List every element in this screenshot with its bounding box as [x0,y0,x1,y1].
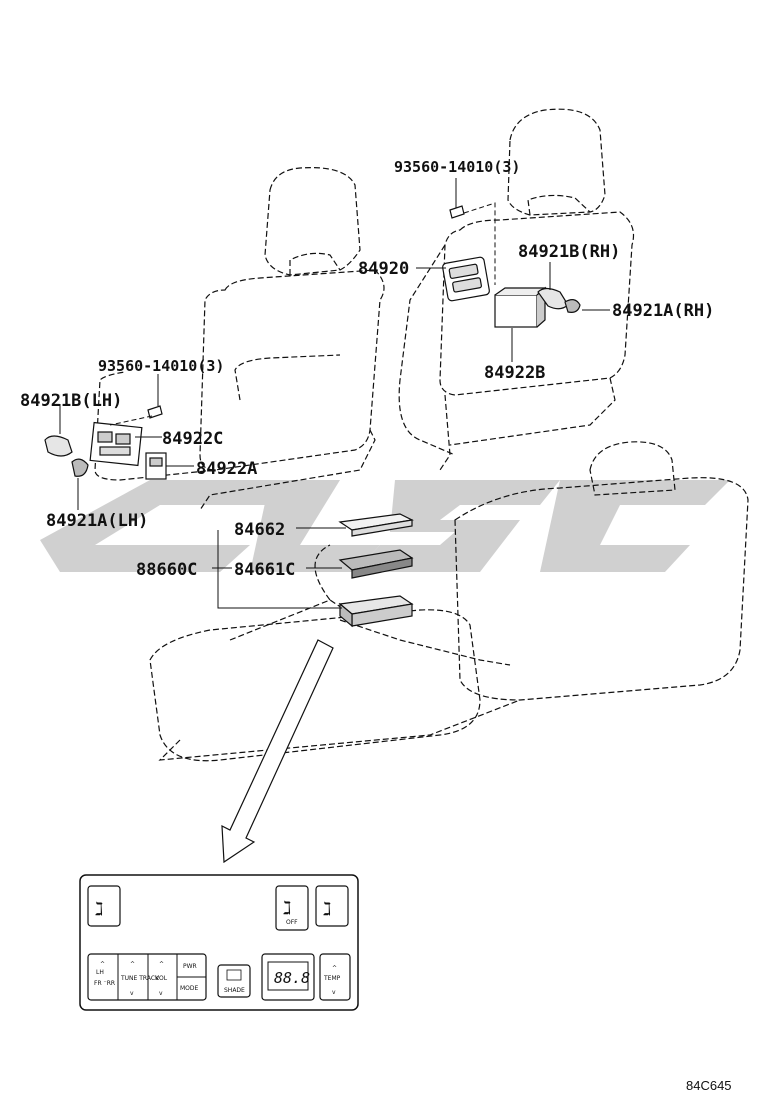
label-84662: 84662 [234,520,285,540]
fr-rr-label: FR ⁻RR [94,980,115,987]
temp-button: ^ TEMP v [319,953,351,1001]
label-84921a-rh: 84921A(RH) [612,301,714,321]
part-bolt-lower [147,405,163,419]
audio-button-group: ^ LH FR ⁻RR ^ TUNE TRACK v ^ VOL v PWR M… [87,953,207,1001]
callout-arrow [221,639,334,864]
seat-heater-icon: ℷ [283,898,291,919]
seat-heater-off-button: ℷ OFF [275,885,309,931]
part-84921a-rh-knob [564,299,581,313]
seat-heater-right-button: ℷ [315,885,349,927]
mode-label: MODE [180,985,199,992]
svg-text:OFF: OFF [286,919,298,926]
label-bolt-lower: 93560-14010(3) [98,357,224,375]
lh-label: LH [96,969,104,976]
temp-label: TEMP [323,975,341,982]
seat-icon: ℷ [95,899,103,920]
switch-panel-detail: ℷ ℷ OFF ℷ ^ LH FR ⁻RR ^ TUNE TRACK v ^ [79,874,359,1011]
diagram-code: 84C645 [686,1078,732,1093]
part-88660c-base [338,595,414,628]
seat-icon: ℷ [323,899,331,920]
chevron-down-icon: v [332,989,336,996]
right-seat-outline [398,108,635,471]
shade-icon [226,969,242,981]
label-84920: 84920 [358,259,409,279]
temperature-display: 88.8 [261,953,315,1001]
chevron-down-icon: v [130,990,134,997]
pwr-label: PWR [183,963,197,970]
part-84920-switch [442,256,490,302]
rear-seat-outline [149,441,749,762]
part-84662-cover [338,513,414,537]
part-84922b-bracket [494,286,547,328]
chevron-down-icon: v [159,990,163,997]
leader-lines [59,178,610,609]
label-84922b: 84922B [484,363,545,383]
label-84921a-lh: 84921A(LH) [46,511,148,531]
label-84922a: 84922A [196,459,257,479]
seat-heater-left-button: ℷ [87,885,121,927]
part-84922c-switch [89,421,143,467]
label-bolt-upper: 93560-14010(3) [394,158,520,176]
vol-label: VOL [155,975,168,982]
chevron-up-icon: ^ [100,961,105,968]
part-84921b-lh-cover [44,435,73,457]
part-84921a-lh-knob [71,458,89,477]
chevron-up-icon: ^ [159,961,164,968]
label-88660c: 88660C [136,560,197,580]
label-84922c: 84922C [162,429,223,449]
left-seat-outline [94,167,385,511]
display-digits: 88.8 [274,969,310,987]
shade-button: SHADE [217,964,251,998]
svg-text:SHADE: SHADE [224,987,245,994]
label-84921b-lh: 84921B(LH) [20,391,122,411]
part-84661c-switch [338,549,414,579]
watermark-logo [40,480,730,572]
label-84921b-rh: 84921B(RH) [518,242,620,262]
chevron-up-icon: ^ [130,961,135,968]
tune-track-label: TUNE TRACK [120,975,160,982]
chevron-up-icon: ^ [332,965,337,972]
label-84661c: 84661C [234,560,295,580]
part-bolt-upper [449,205,465,219]
part-84922a-bracket [145,452,167,480]
